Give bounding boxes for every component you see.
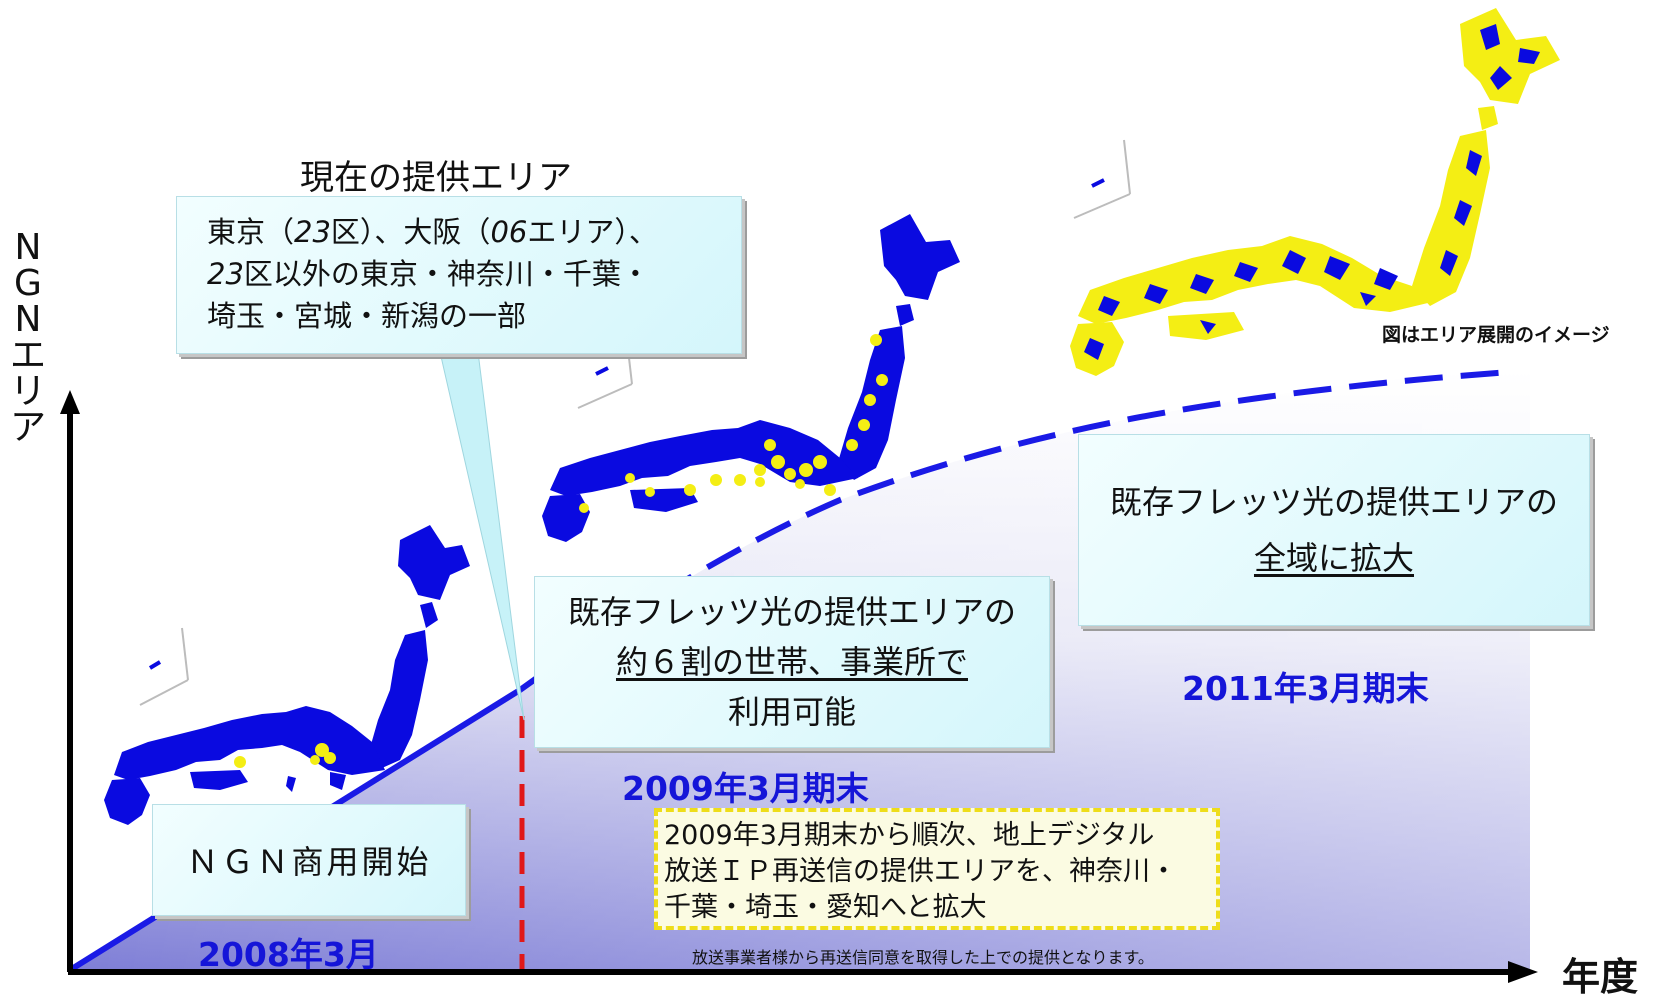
y-axis-label-char: N bbox=[14, 299, 42, 340]
mid-line-2: 約６割の世帯、事業所で bbox=[615, 643, 968, 681]
end-date: 2011年3月期末 bbox=[1182, 669, 1429, 708]
end-milestone-box: 既存フレッツ光の提供エリアの 全域に拡大 bbox=[1078, 434, 1590, 626]
map-2008-coverage-dots bbox=[234, 743, 336, 768]
y-axis-label-char: G bbox=[14, 263, 42, 304]
ngn-start-box: ＮＧＮ商用開始 bbox=[152, 804, 466, 916]
y-axis-label-char: N bbox=[14, 227, 42, 268]
ip-note-line-2: 放送ＩＰ再送信の提供エリアを、神奈川・ bbox=[664, 856, 1177, 887]
text-segment: 23 bbox=[294, 215, 331, 249]
map-2008-inset bbox=[139, 627, 189, 706]
current-area-title: 現在の提供エリア bbox=[300, 158, 572, 198]
current-area-line-3: 埼玉・宮城・新潟の一部 bbox=[207, 299, 527, 333]
y-axis-label-char: リ bbox=[9, 371, 46, 412]
y-axis-label-char: エ bbox=[9, 335, 46, 376]
end-line-2: 全域に拡大 bbox=[1253, 539, 1414, 577]
ngn-start-label: ＮＧＮ商用開始 bbox=[186, 843, 432, 881]
mid-line-3: 利用可能 bbox=[727, 693, 856, 731]
map-2011-inset bbox=[1073, 139, 1131, 219]
text-segment: 06 bbox=[490, 215, 528, 249]
japan-map-2011 bbox=[1070, 8, 1560, 376]
map-2009-coverage-dots bbox=[579, 334, 888, 513]
current-area-box: 東京（23区）、大阪（06エリア）、 23区以外の東京・神奈川・千葉・ 埼玉・宮… bbox=[176, 196, 742, 354]
text-segment: エリア）、 bbox=[527, 215, 658, 249]
y-axis-label: N G N エ リ ア bbox=[8, 230, 48, 446]
ip-note-footnote: 放送事業者様から再送信同意を取得した上での提供となります。 bbox=[692, 948, 1154, 967]
ip-note-box: 2009年3月期末から順次、地上デジタル 放送ＩＰ再送信の提供エリアを、神奈川・… bbox=[654, 808, 1220, 930]
current-area-line-2: 23区以外の東京・神奈川・千葉・ bbox=[207, 253, 741, 295]
text-segment: 23 bbox=[207, 257, 244, 291]
ip-note-line-3: 千葉・埼玉・愛知へと拡大 bbox=[664, 892, 987, 923]
ip-note-line-1: 2009年3月期末から順次、地上デジタル bbox=[664, 820, 1155, 851]
y-axis-arrowhead bbox=[60, 390, 80, 414]
map-caption: 図はエリア展開のイメージ bbox=[1382, 324, 1610, 346]
x-axis-arrowhead bbox=[1508, 961, 1538, 983]
current-area-line-1: 東京（23区）、大阪（06エリア）、 bbox=[207, 211, 741, 253]
mid-milestone-box: 既存フレッツ光の提供エリアの 約６割の世帯、事業所で 利用可能 bbox=[534, 576, 1050, 748]
text-segment: 区）、大阪（ bbox=[330, 215, 491, 249]
y-axis-label-char: ア bbox=[9, 407, 46, 448]
end-line-1: 既存フレッツ光の提供エリアの bbox=[1109, 483, 1558, 521]
mid-line-1: 既存フレッツ光の提供エリアの bbox=[567, 593, 1016, 631]
text-segment: 東京（ bbox=[207, 215, 295, 249]
mid-date: 2009年3月期末 bbox=[622, 769, 869, 808]
start-date: 2008年3月 bbox=[198, 935, 379, 974]
text-segment: 区以外の東京・神奈川・千葉・ bbox=[243, 257, 650, 291]
